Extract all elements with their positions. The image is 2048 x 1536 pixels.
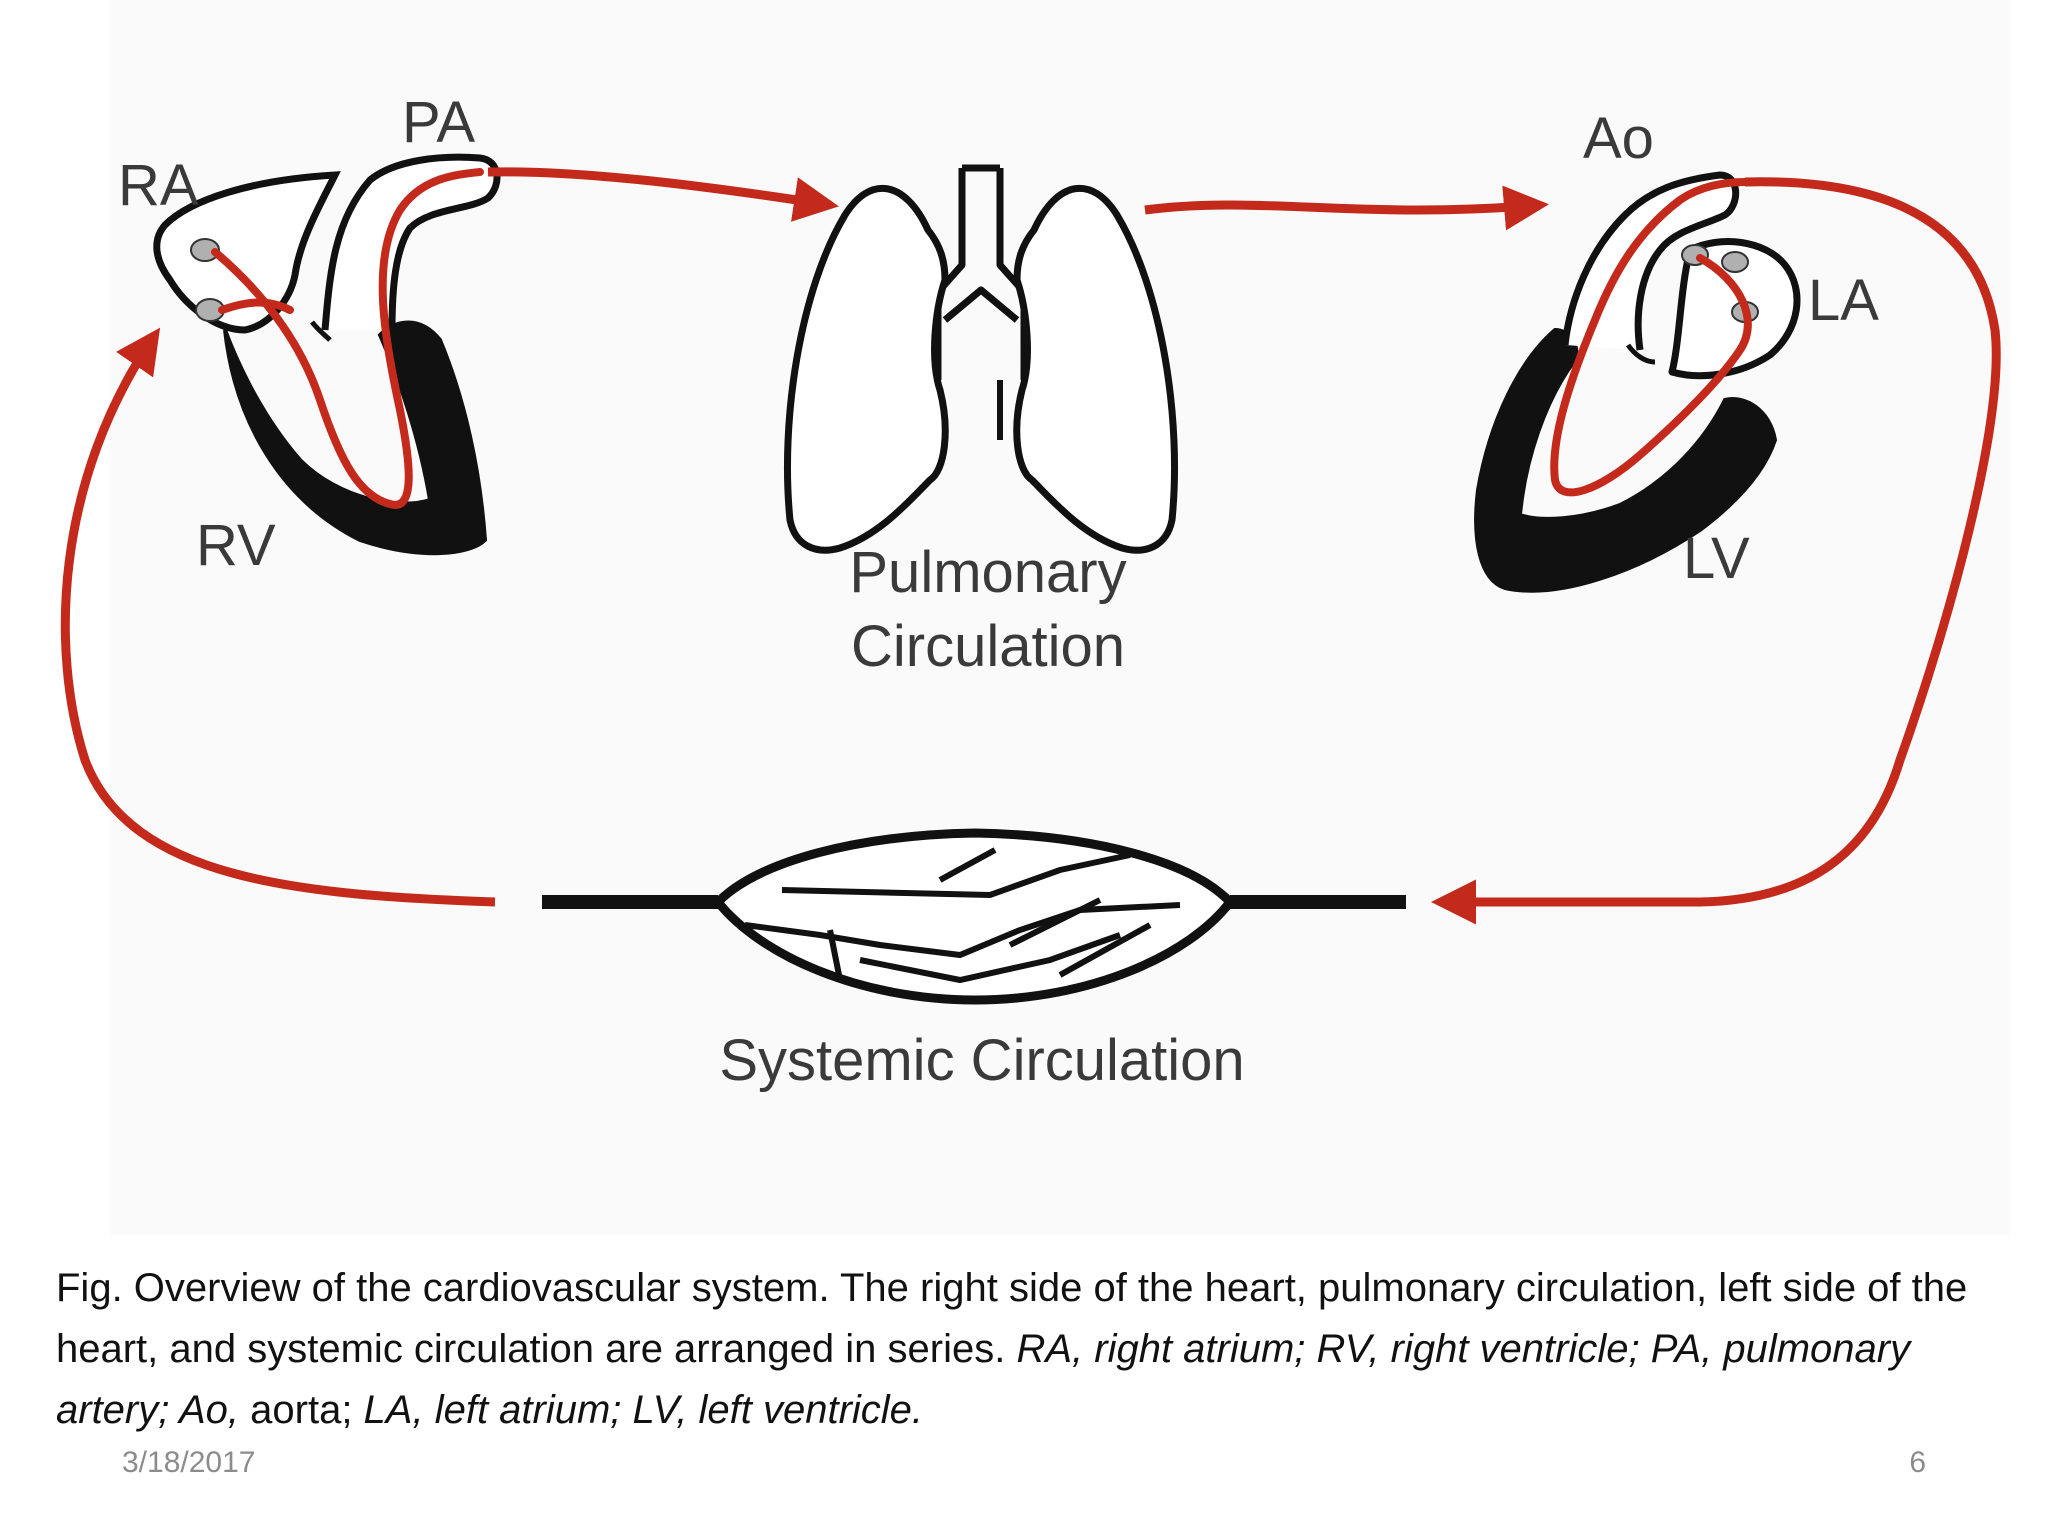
right-lung [1013, 184, 1179, 554]
capillary-outline [711, 828, 1236, 1005]
trachea [934, 164, 1028, 380]
la-valve-2 [1721, 251, 1749, 273]
flow-arrows [60, 167, 2001, 925]
caption-abbrev-2: LA, left atrium; LV, left ventricle. [363, 1388, 924, 1432]
left-ventricle-wall [1474, 327, 1778, 593]
right-ventricle-wall [223, 320, 488, 556]
left-heart [1474, 171, 1801, 593]
label-pa: PA [402, 90, 475, 155]
arrow-systemic-to-ra [60, 327, 496, 907]
cardiovascular-diagram: RA PA RV Ao LA LV Pulmonary Circulation … [60, 90, 2001, 1093]
arrow-ao-to-systemic [1431, 177, 2001, 925]
arrow-pa-to-lungs [487, 167, 839, 222]
lungs [783, 164, 1179, 554]
right-heart [153, 153, 501, 556]
page-number: 6 [1909, 1446, 1926, 1479]
label-pulmonary-line2: Circulation [851, 614, 1125, 679]
systemic-capillary-bed [542, 828, 1406, 1005]
arrow-lungs-to-la [1144, 185, 1549, 231]
label-ao: Ao [1583, 106, 1654, 171]
right-atrium [153, 171, 341, 334]
left-heart-flow [1550, 178, 1752, 497]
pulmonary-artery [321, 153, 501, 331]
caption-text-1: Fig. Overview of the cardiovascular syst… [56, 1266, 1968, 1371]
label-systemic: Systemic Circulation [719, 1028, 1244, 1093]
figure-caption: Fig. Overview of the cardiovascular syst… [56, 1258, 2016, 1441]
label-pulmonary-line1: Pulmonary [849, 540, 1126, 605]
label-lv: LV [1683, 526, 1750, 591]
ra-valve-upper [190, 238, 220, 262]
footer-date: 3/18/2017 [122, 1446, 256, 1479]
caption-text-2: aorta; [239, 1388, 364, 1432]
label-la: LA [1808, 268, 1879, 333]
label-ra: RA [118, 153, 199, 218]
label-rv: RV [196, 513, 276, 578]
left-lung [783, 184, 949, 554]
right-heart-flow [211, 168, 484, 510]
caption-abbrev-1: RA, right atrium; RV, right ventricle; P… [56, 1327, 1911, 1432]
